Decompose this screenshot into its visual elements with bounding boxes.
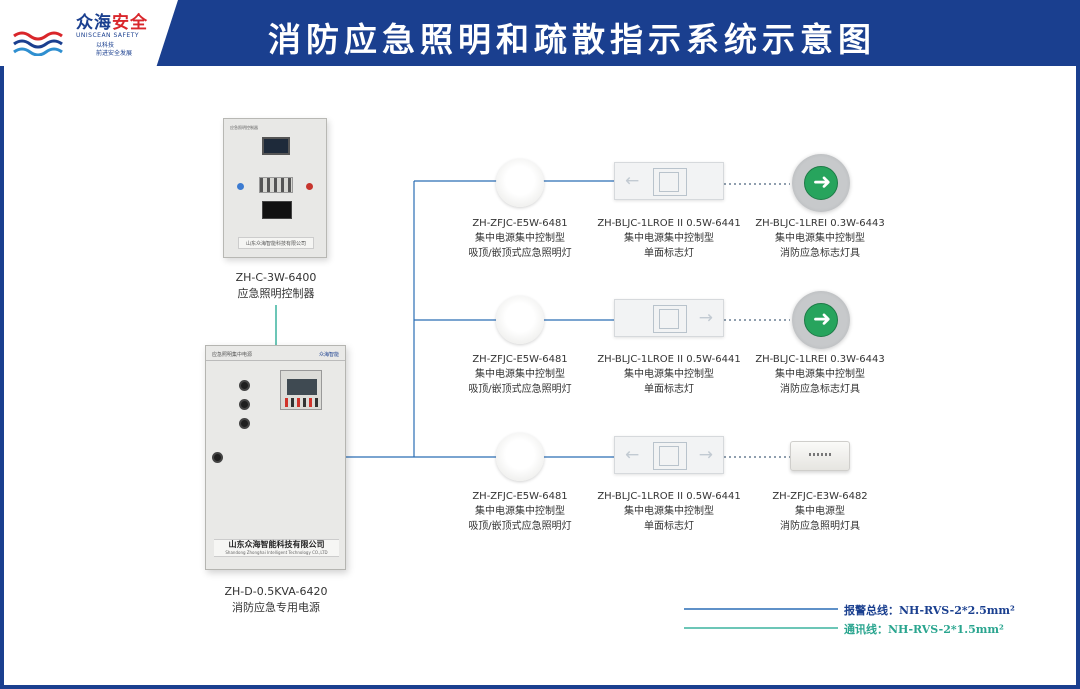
- door-icon: [659, 309, 679, 329]
- cabinet-logo: 众海智能: [318, 352, 339, 358]
- controller-keypad: [259, 177, 293, 193]
- exit-figure-icon: [653, 305, 687, 333]
- brand-name: 众海安全: [76, 13, 148, 33]
- cabinet-divider: [206, 360, 345, 361]
- single-face-exit-sign: ← →: [614, 436, 724, 474]
- brand-slogan: 以科技前进安全发展: [96, 42, 133, 57]
- arrow-right-icon: →: [698, 445, 713, 465]
- exit-figure-icon: [653, 442, 687, 470]
- blue-indicator-icon: [237, 183, 244, 190]
- cabinet-buttons: [285, 398, 319, 407]
- ceiling-emergency-light: [496, 433, 544, 481]
- controller-screen: [262, 137, 290, 155]
- controller-caption: ZH-C-3W-6400 应急照明控制器: [235, 271, 317, 300]
- single-face-exit-sign: ←: [614, 162, 724, 200]
- emergency-lighting-controller: 应急照明控制器 山东众海智能科技有限公司: [223, 118, 327, 258]
- arrow-left-icon: ←: [625, 171, 640, 191]
- cabinet-lcd: [287, 379, 317, 395]
- knob-icon: [239, 399, 250, 410]
- door-icon: [659, 172, 679, 192]
- ceiling-emergency-light: [496, 159, 544, 207]
- power-supply-caption: ZH-D-0.5KVA-6420 消防应急专用电源: [224, 585, 328, 614]
- arrow-left-icon: ←: [625, 445, 640, 465]
- cabinet-nameplate: 山东众海智能科技有限公司 Shandong Zhonghai Intellige…: [214, 539, 339, 557]
- page-title: 消防应急照明和疏散指示系统示意图: [268, 20, 876, 59]
- cabinet-panel-header: 应急照明集中电源: [212, 352, 253, 358]
- green-arrow-right-icon: ➜: [804, 303, 838, 337]
- emergency-power-cabinet: 应急照明集中电源 众海智能 山东众海智能科技有限公司 Shandong Zhon…: [205, 345, 346, 570]
- door-icon: [659, 446, 679, 466]
- arrow-right-icon: →: [698, 308, 713, 328]
- round-exit-indicator: ➜: [792, 154, 850, 212]
- cabinet-control-panel: [280, 370, 322, 410]
- header-banner: 众海安全 UNISCEAN SAFETY 以科技前进安全发展 消防应急照明和疏散…: [0, 0, 1080, 66]
- knob-icon: [239, 380, 250, 391]
- wave-logo-icon: [13, 31, 63, 56]
- brand-english: UNISCEAN SAFETY: [76, 32, 140, 39]
- wall-emergency-lamp: [790, 441, 850, 471]
- green-arrow-right-icon: ➜: [804, 166, 838, 200]
- legend-comm-line: 通讯线：NH-RVS-2*1.5mm²: [844, 623, 1004, 636]
- knob-icon: [239, 418, 250, 429]
- ceiling-emergency-light: [496, 296, 544, 344]
- red-indicator-icon: [306, 183, 313, 190]
- controller-printer-slot: [262, 201, 292, 219]
- controller-nameplate: 山东众海智能科技有限公司: [238, 237, 314, 249]
- company-logo: 众海安全 UNISCEAN SAFETY 以科技前进安全发展: [0, 0, 178, 66]
- door-lock-icon: [212, 452, 223, 463]
- exit-figure-icon: [653, 168, 687, 196]
- round-exit-indicator: ➜: [792, 291, 850, 349]
- legend-alarm-bus: 报警总线：NH-RVS-2*2.5mm²: [844, 604, 1015, 617]
- lamp-led-icon: [809, 453, 831, 456]
- single-face-exit-sign: →: [614, 299, 724, 337]
- controller-panel-header: 应急照明控制器: [230, 125, 258, 130]
